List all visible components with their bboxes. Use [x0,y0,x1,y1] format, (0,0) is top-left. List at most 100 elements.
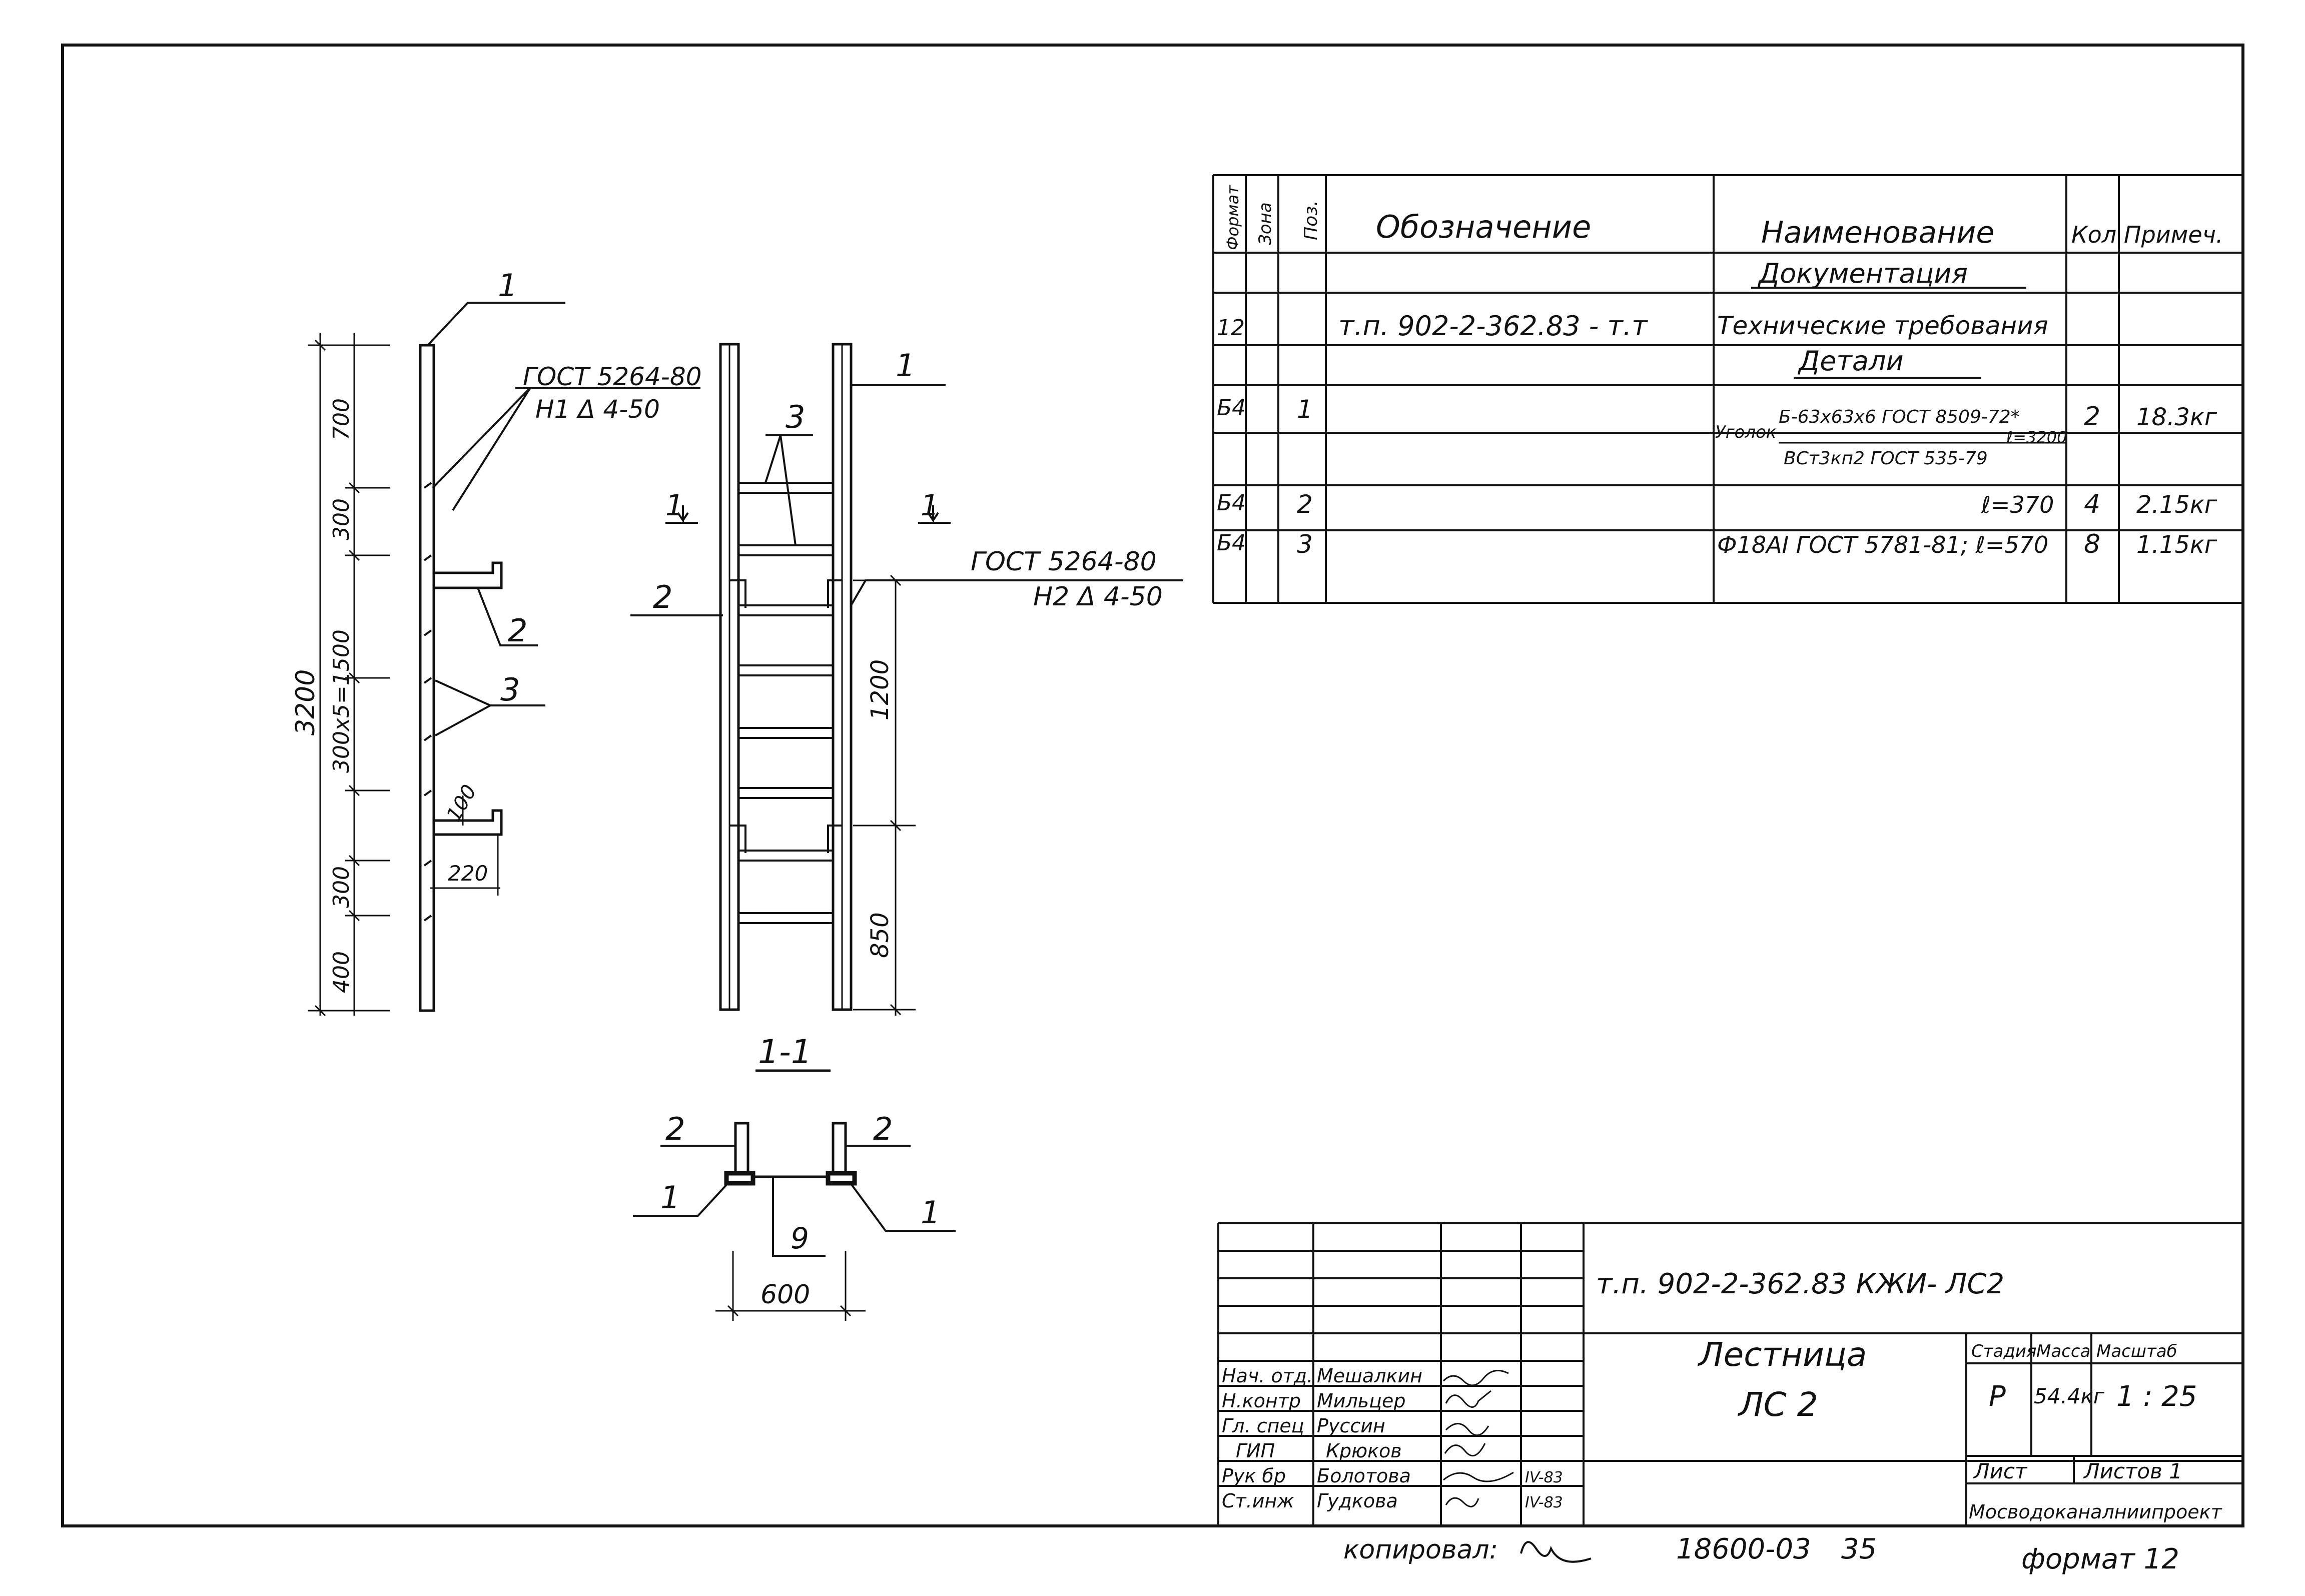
tb-role-4: Рук бр [1222,1465,1286,1487]
section-marker-right [918,505,951,524]
section-angle-left [724,1171,755,1186]
side-rung-marks [423,482,432,922]
label-side-3: 3 [500,671,520,708]
row-1-name-prefix: Уголок [1715,422,1777,442]
row-2-format: Б4 [1217,490,1246,516]
sec-label-1-left: 1 [660,1179,680,1216]
tb-title-2: ЛС 2 [1738,1385,1818,1424]
leader-sec-1-right [850,1182,956,1232]
section-mark-right-label: 1 [921,488,939,522]
tb-name-1: Мильцер [1317,1390,1406,1412]
tb-role-0: Нач. отд. [1222,1365,1313,1387]
tb-code: т.п. 902-2-362.83 КЖИ- ЛС2 [1596,1268,2004,1300]
row-2-note: 2.15кг [2136,491,2217,519]
tb-org: Мосводоканалниипроект [1969,1501,2223,1523]
dim-ext-600 [727,1251,852,1321]
sec-label-2-right: 2 [873,1111,893,1147]
front-rungs [738,482,833,924]
footer-format: формат 12 [2021,1543,2179,1575]
row-1-name-len: ℓ=3200 [2006,428,2067,447]
dim-220: 220 [448,861,488,886]
tb-name-0: Мешалкин [1317,1365,1422,1387]
section-1-1: 1-1 2 2 1 1 9 600 [633,1033,956,1321]
tb-title-1: Лестница [1698,1335,1867,1374]
leader-top [427,302,565,346]
tb-sheet-label: Лист [1973,1459,2028,1483]
hdr-format: Формат [1223,185,1242,250]
spec-table: Формат Зона Поз. Обозначение Наименовани… [1212,174,2243,604]
leader-gost-top [432,387,700,511]
footer-number: 18600-03 [1676,1533,1811,1565]
title-block: т.п. 902-2-362.83 КЖИ- ЛС2 Лестница ЛС 2… [1217,1222,2243,1526]
dim-ticks-front [853,574,916,1016]
dim-ticks-side [308,339,390,1017]
row-12-format: 12 [1217,315,1245,341]
leader-rungs [435,679,545,736]
dim-1200: 1200 [866,659,894,720]
tb-stage: Р [1989,1380,2006,1413]
hdr-zone: Зона [1255,202,1275,245]
leader-front-3 [764,434,813,546]
tb-name-2: Руссин [1317,1415,1385,1437]
sec-label-9: 9 [791,1221,809,1255]
spec-table-grid [1212,174,2243,604]
section-mark-left-label: 1 [665,488,684,522]
footer-copied: копировал: [1343,1535,1498,1565]
row-1-qty: 2 [2084,402,2100,432]
side-view: 1 ГОСТ 5264-80 Н1 Δ 4-50 2 3 3200 700 30… [291,267,701,1017]
label-gost-front-2: Н2 Δ 4-50 [1033,582,1163,612]
tb-name-4: Болотова [1317,1465,1411,1487]
signatures [1442,1369,1514,1507]
hdr-qty: Кол [2071,221,2116,248]
tb-date-5: IV-83 [1525,1494,1563,1511]
leader-bracket [477,587,538,646]
section-title: 1-1 [758,1033,812,1071]
section-marker-left [665,505,698,524]
dim-400: 400 [329,951,354,993]
tb-scale: 1 : 25 [2116,1380,2197,1413]
row-1-name-top: Б-63х63х6 ГОСТ 8509-72* [1779,407,2020,427]
tb-sheets-label: Листов 1 [2083,1459,2182,1483]
tb-role-1: Н.контр [1222,1390,1301,1412]
label-front-2: 2 [653,579,672,615]
dim-300-a: 300 [329,498,354,540]
row-3-note: 1.15кг [2136,531,2217,559]
side-bracket-lower [434,809,503,836]
tb-stage-label: Стадия [1971,1341,2036,1361]
front-view: 3 1 2 1 1 ГОСТ 5264-80 Н2 Δ 4-50 1200 85… [630,343,1183,1016]
sec-label-2-left: 2 [665,1111,685,1147]
leader-sec-1-left [633,1182,729,1217]
tb-mass-label: Масса [2036,1341,2090,1361]
tb-scale-label: Масштаб [2096,1341,2177,1361]
section-parts: Детали [1798,345,1904,377]
section-upright-right [832,1122,847,1175]
dim-850: 850 [866,912,894,958]
row-1-name-bottom: ВСт3кп2 ГОСТ 535-79 [1784,448,1988,469]
hdr-name: Наименование [1761,215,1994,250]
row-12-name: Технические требования [1717,311,2048,340]
tb-role-5: Ст.инж [1222,1490,1294,1512]
label-gost-top-1: ГОСТ 5264-80 [523,362,701,391]
leader-sec-9 [772,1177,826,1257]
copied-signature [1520,1541,1592,1563]
tb-date-4: IV-83 [1525,1469,1563,1486]
label-front-3: 3 [786,399,805,435]
dim-1500: 300х5=1500 [329,629,354,773]
label-front-1: 1 [896,347,915,384]
hdr-designation: Обозначение [1376,209,1591,245]
row-12-designation: т.п. 902-2-362.83 - т.т [1338,310,1648,342]
dim-700: 700 [329,398,354,440]
title-block-grid [1217,1222,2243,1526]
dim-100: 100 [442,781,481,826]
row-3-name: Ф18АI ГОСТ 5781-81; ℓ=570 [1717,531,2048,558]
row-1-note: 18.3кг [2136,403,2217,431]
dim-600: 600 [760,1280,810,1310]
row-1-format: Б4 [1217,395,1246,421]
sec-label-1-right: 1 [921,1194,940,1231]
footer: копировал: 18600-03 35 формат 12 [1343,1533,2179,1575]
sheet-frame [61,44,2244,1527]
tb-name-5: Гудкова [1317,1490,1398,1512]
row-3-format: Б4 [1217,530,1246,556]
front-bracket-marks [729,579,842,853]
row-2-pos: 2 [1297,490,1313,519]
